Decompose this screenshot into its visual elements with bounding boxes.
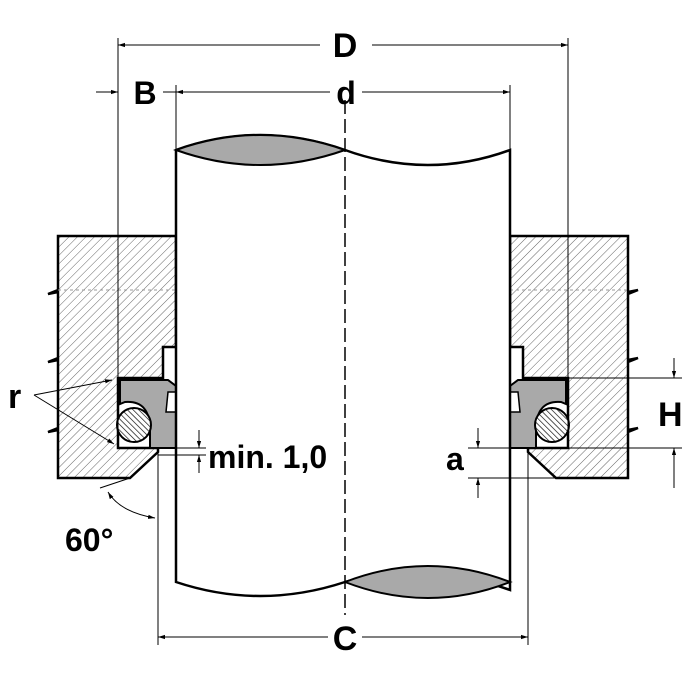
label-a: a <box>446 441 464 477</box>
o-ring-right <box>534 407 570 443</box>
label-B: B <box>133 75 156 111</box>
label-C: C <box>333 620 358 658</box>
seal-right <box>509 379 570 449</box>
label-r: r <box>8 378 21 416</box>
label-D: D <box>333 27 358 65</box>
label-angle: 60° <box>65 522 113 558</box>
label-min: min. 1,0 <box>208 439 327 475</box>
housing-right <box>508 234 639 480</box>
label-d: d <box>336 75 356 111</box>
label-H: H <box>658 396 683 434</box>
shaft <box>173 133 513 599</box>
dimension-lines <box>33 38 682 645</box>
housing-left <box>47 234 178 480</box>
seal-left <box>116 379 177 449</box>
o-ring-left <box>116 407 152 443</box>
